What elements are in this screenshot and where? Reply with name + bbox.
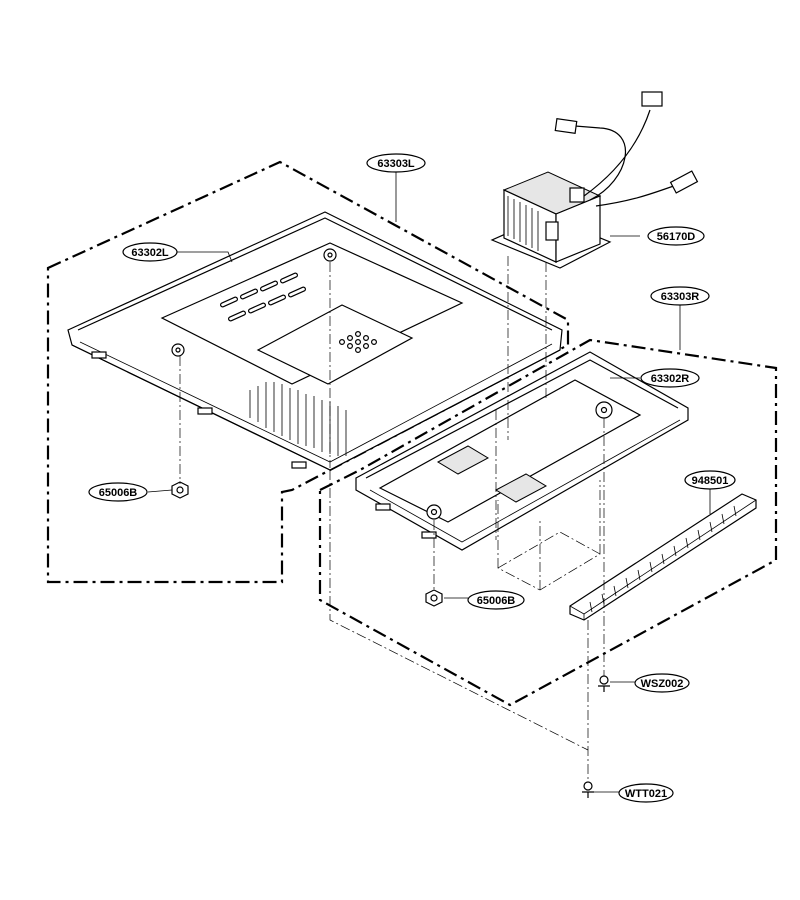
callout-948501: 948501 bbox=[684, 470, 736, 490]
callout-63303R: 63303R bbox=[650, 286, 710, 306]
projection-lines bbox=[179, 256, 605, 782]
nut-65006B-left bbox=[171, 481, 189, 499]
boundary-63303L bbox=[46, 160, 570, 584]
vent-patch-upper bbox=[436, 445, 490, 475]
label-63302R: 63302R bbox=[651, 373, 690, 385]
label-65006B-right: 65006B bbox=[477, 595, 516, 607]
projection-box bbox=[497, 480, 601, 591]
label-63302L: 63302L bbox=[131, 247, 169, 259]
plate-63302R bbox=[355, 351, 689, 551]
label-948501: 948501 bbox=[692, 475, 729, 487]
label-56170D: 56170D bbox=[657, 231, 696, 243]
callout-63302R: 63302R bbox=[640, 368, 700, 388]
label-WSZ002: WSZ002 bbox=[641, 678, 684, 690]
callout-WTT021: WTT021 bbox=[618, 783, 674, 803]
label-65006B-left: 65006B bbox=[99, 487, 138, 499]
callout-63303L: 63303L bbox=[366, 153, 426, 173]
vent-patch-lower bbox=[494, 473, 548, 503]
nut-65006B-right bbox=[425, 589, 443, 607]
label-63303R: 63303R bbox=[661, 291, 700, 303]
callout-65006B-right: 65006B bbox=[467, 590, 525, 610]
label-63303L: 63303L bbox=[377, 158, 415, 170]
leader-lines bbox=[147, 172, 711, 793]
boundary-63303R bbox=[318, 338, 778, 707]
transformer-56170D bbox=[490, 91, 699, 269]
screw-WSZ002 bbox=[598, 675, 610, 692]
callout-56170D: 56170D bbox=[647, 226, 705, 246]
callout-WSZ002: WSZ002 bbox=[634, 673, 690, 693]
vent-holes-left bbox=[339, 331, 378, 354]
callout-65006B-left: 65006B bbox=[88, 482, 148, 502]
strip-948501 bbox=[569, 493, 757, 621]
callout-63302L: 63302L bbox=[122, 242, 178, 262]
slots-upper bbox=[220, 272, 306, 322]
screw-WTT021 bbox=[582, 781, 594, 798]
label-WTT021: WTT021 bbox=[625, 788, 667, 800]
